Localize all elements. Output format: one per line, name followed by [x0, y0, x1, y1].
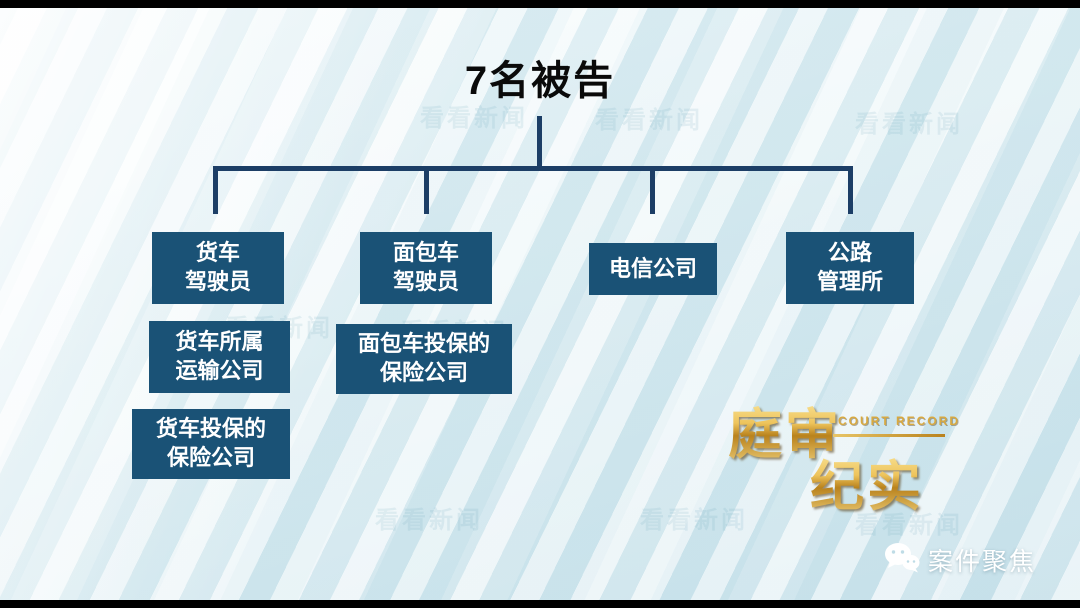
node-highway-office: 公路 管理所: [786, 232, 914, 304]
watermark: 看看新闻: [855, 512, 963, 539]
connector-root-vertical: [537, 116, 542, 168]
page-background: [0, 8, 1080, 600]
watermark: 看看新闻: [640, 507, 748, 534]
connector-branch-2: [424, 166, 429, 214]
channel-brand-text: 案件聚焦: [928, 548, 1037, 576]
node-label: 货车所属 运输公司: [175, 329, 264, 383]
program-logo-line2: 纪实: [810, 442, 924, 521]
watermark: 看看新闻: [420, 105, 528, 132]
connector-branch-4: [848, 166, 853, 214]
node-van-driver: 面包车 驾驶员: [360, 232, 492, 304]
connector-branch-3: [650, 166, 655, 214]
node-label: 面包车投保的 保险公司: [357, 331, 490, 385]
node-label: 电信公司: [608, 255, 697, 281]
chart-title: 7名被告: [464, 59, 616, 103]
letterbox-top: [0, 0, 1080, 8]
node-truck-transport-company: 货车所属 运输公司: [149, 321, 290, 393]
program-logo-subtitle: COURT RECORD: [838, 414, 960, 428]
watermark: 看看新闻: [375, 507, 483, 534]
node-label: 面包车 驾驶员: [392, 240, 459, 294]
node-van-insurance-company: 面包车投保的 保险公司: [336, 324, 512, 394]
node-label: 货车 驾驶员: [184, 240, 251, 294]
program-logo-rule: [833, 434, 945, 437]
connector-branch-1: [213, 166, 218, 214]
letterbox-bottom: [0, 600, 1080, 608]
node-label: 公路 管理所: [816, 240, 883, 294]
watermark: 看看新闻: [595, 107, 703, 134]
node-truck-driver: 货车 驾驶员: [152, 232, 284, 304]
connector-horizontal: [213, 166, 853, 171]
channel-brand: 案件聚焦: [884, 542, 1036, 578]
node-telecom-company: 电信公司: [589, 243, 717, 295]
wechat-icon: [884, 542, 920, 578]
node-truck-insurance-company: 货车投保的 保险公司: [132, 409, 290, 479]
watermark: 看看新闻: [855, 111, 963, 138]
node-label: 货车投保的 保险公司: [155, 416, 266, 470]
program-logo-line1: 庭审: [728, 390, 842, 469]
